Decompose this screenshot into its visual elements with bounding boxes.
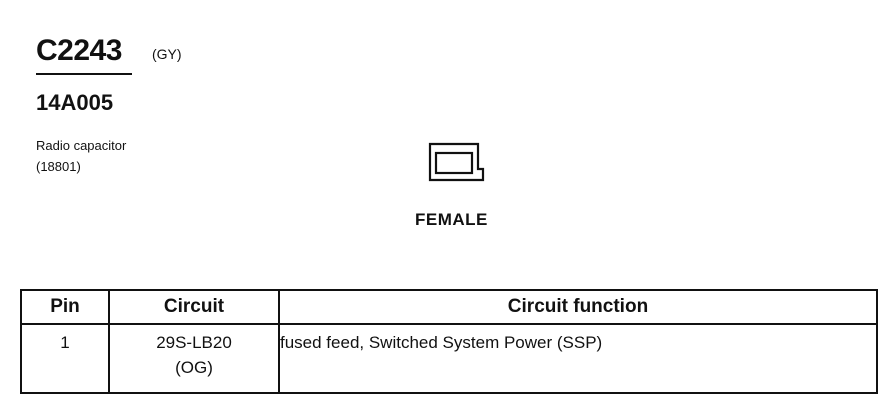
pin-cell: 1 <box>20 323 110 394</box>
header-pin: Pin <box>20 289 110 325</box>
connector-color-code: (GY) <box>152 46 182 62</box>
connector-gender-label: FEMALE <box>415 210 488 229</box>
description-line: Radio capacitor <box>36 138 127 153</box>
connector-id: C2243 <box>36 34 122 67</box>
circuit-code: 29S-LB20 <box>156 333 232 352</box>
connector-female-icon <box>428 142 485 182</box>
circuit-wire-color: (OG) <box>175 358 213 377</box>
table-row: 1 29S-LB20 (OG) fused feed, Switched Sys… <box>20 323 878 394</box>
pin-table: Pin Circuit Circuit function 1 29S-LB20 … <box>20 289 878 394</box>
part-number: 14A005 <box>36 90 114 115</box>
circuit-cell: 29S-LB20 (OG) <box>108 323 280 394</box>
table-header-row: Pin Circuit Circuit function <box>20 289 878 325</box>
header-circuit: Circuit <box>108 289 280 325</box>
header-circuit-function: Circuit function <box>278 289 878 325</box>
title-underline <box>36 73 132 75</box>
circuit-function-cell: fused feed, Switched System Power (SSP) <box>278 323 878 394</box>
description-line: (18801) <box>36 159 81 174</box>
